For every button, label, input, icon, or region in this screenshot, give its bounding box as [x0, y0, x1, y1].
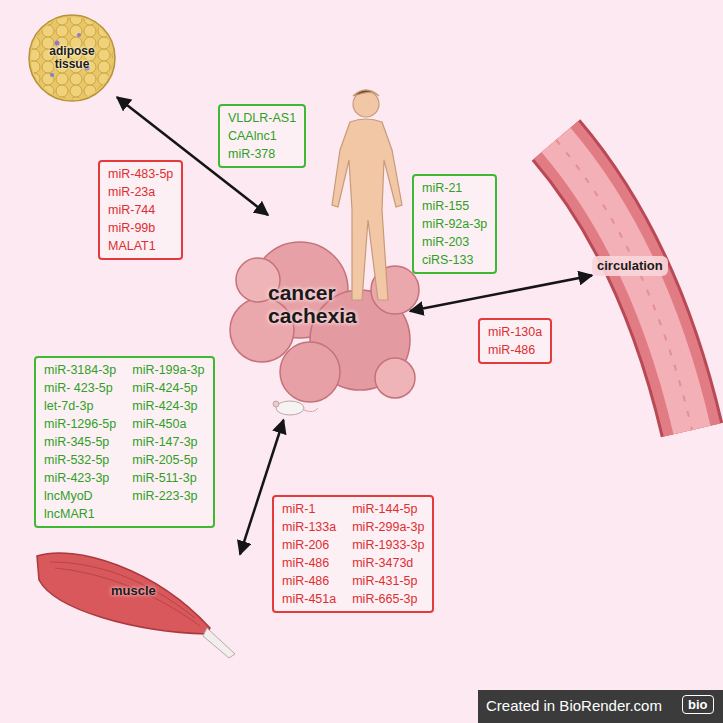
- footer-bar: Created in BioRender.com bio: [478, 690, 723, 723]
- rna-name: miR-486: [488, 341, 542, 359]
- double-arrow: [410, 275, 592, 311]
- rna-name: miR-206: [282, 536, 336, 554]
- rna-name: miR-299a-3p: [352, 518, 424, 536]
- tissue-label: cancer cachexia: [268, 281, 380, 327]
- rna-name: CAAlnc1: [228, 127, 296, 145]
- green-box: miR-3184-3pmiR- 423-5plet-7d-3pmiR-1296-…: [34, 356, 215, 528]
- rna-name: miR-483-5p: [108, 165, 173, 183]
- red-box: miR-483-5pmiR-23amiR-744miR-99bMALAT1: [98, 160, 183, 260]
- circulation-node: circulation: [592, 256, 668, 276]
- rna-name: miR-744: [108, 201, 173, 219]
- rna-name: lncMyoD: [44, 487, 116, 505]
- rna-name: miR-1296-5p: [44, 415, 116, 433]
- mouse-tail: [304, 408, 318, 412]
- box-columns: miR-3184-3pmiR- 423-5plet-7d-3pmiR-1296-…: [44, 361, 205, 523]
- rna-name: miR-378: [228, 145, 296, 163]
- tumour: [230, 242, 419, 402]
- rna-name: miR-1: [282, 500, 336, 518]
- tissue-label: muscle: [111, 584, 156, 598]
- rna-name: miR-199a-3p: [132, 361, 204, 379]
- rna-name: miR-130a: [488, 323, 542, 341]
- rna-name: miR-345-5p: [44, 433, 116, 451]
- muscle-node: muscle: [35, 548, 240, 660]
- rna-name: lncMAR1: [44, 505, 116, 523]
- blood-vessel: [556, 140, 692, 430]
- red-box: miR-130amiR-486: [478, 318, 552, 364]
- rna-name: miR-205-5p: [132, 451, 204, 469]
- cachexia-node: cancer cachexia: [262, 215, 410, 420]
- rna-name: miR-431-5p: [352, 572, 424, 590]
- green-box: VLDLR-AS1CAAlnc1miR-378: [218, 104, 306, 168]
- rna-name: MALAT1: [108, 237, 173, 255]
- red-box: miR-1miR-133amiR-206miR-486miR-486miR-45…: [272, 495, 434, 613]
- vessel-wall: [556, 140, 692, 430]
- rna-name: ciRS-133: [422, 251, 487, 269]
- rna-name: miR-665-3p: [352, 590, 424, 608]
- mouse-body: [276, 401, 304, 415]
- logo-text: bio: [682, 695, 714, 714]
- rna-name: miR-486: [282, 554, 336, 572]
- mouse: [273, 401, 318, 415]
- rna-name: miR-511-3p: [132, 469, 204, 487]
- rna-name: miR-450a: [132, 415, 204, 433]
- rna-name: miR-532-5p: [44, 451, 116, 469]
- rna-name: miR-99b: [108, 219, 173, 237]
- rna-name: miR-133a: [282, 518, 336, 536]
- rna-name: VLDLR-AS1: [228, 109, 296, 127]
- rna-name: miR-144-5p: [352, 500, 424, 518]
- tissue-label: adipose tissue: [42, 45, 102, 71]
- human-figure: [332, 90, 402, 300]
- rna-name: miR-147-3p: [132, 433, 204, 451]
- hair: [353, 90, 379, 96]
- muscle-outline: [35, 548, 240, 660]
- credit-text: Created in BioRender.com: [486, 697, 662, 714]
- tumour-lobe: [375, 358, 415, 398]
- rna-name: miR- 423-5p: [44, 379, 116, 397]
- rna-name: miR-424-5p: [132, 379, 204, 397]
- head: [353, 91, 379, 117]
- rna-name: miR-423-3p: [44, 469, 116, 487]
- rna-name: miR-155: [422, 197, 487, 215]
- rna-name: miR-3473d: [352, 554, 424, 572]
- body: [332, 119, 402, 300]
- tumour-lobe: [280, 342, 340, 402]
- rna-name: miR-1933-3p: [352, 536, 424, 554]
- rna-name: miR-21: [422, 179, 487, 197]
- rna-name: miR-451a: [282, 590, 336, 608]
- tissue-label: circulation: [597, 259, 663, 273]
- rna-name: miR-223-3p: [132, 487, 204, 505]
- adipose-node: adipose tissue: [27, 13, 117, 103]
- box-columns: miR-1miR-133amiR-206miR-486miR-486miR-45…: [282, 500, 424, 608]
- rna-name: let-7d-3p: [44, 397, 116, 415]
- mouse-ear: [273, 401, 279, 407]
- vessel-texture: [556, 140, 692, 430]
- green-box: miR-21miR-155miR-92a-3pmiR-203ciRS-133: [412, 174, 497, 274]
- rna-name: miR-203: [422, 233, 487, 251]
- vessel-lumen: [556, 140, 692, 430]
- rna-name: miR-92a-3p: [422, 215, 487, 233]
- rna-name: miR-424-3p: [132, 397, 204, 415]
- rna-name: miR-3184-3p: [44, 361, 116, 379]
- rna-name: miR-23a: [108, 183, 173, 201]
- vessel-wall: [556, 140, 692, 430]
- rna-name: miR-486: [282, 572, 336, 590]
